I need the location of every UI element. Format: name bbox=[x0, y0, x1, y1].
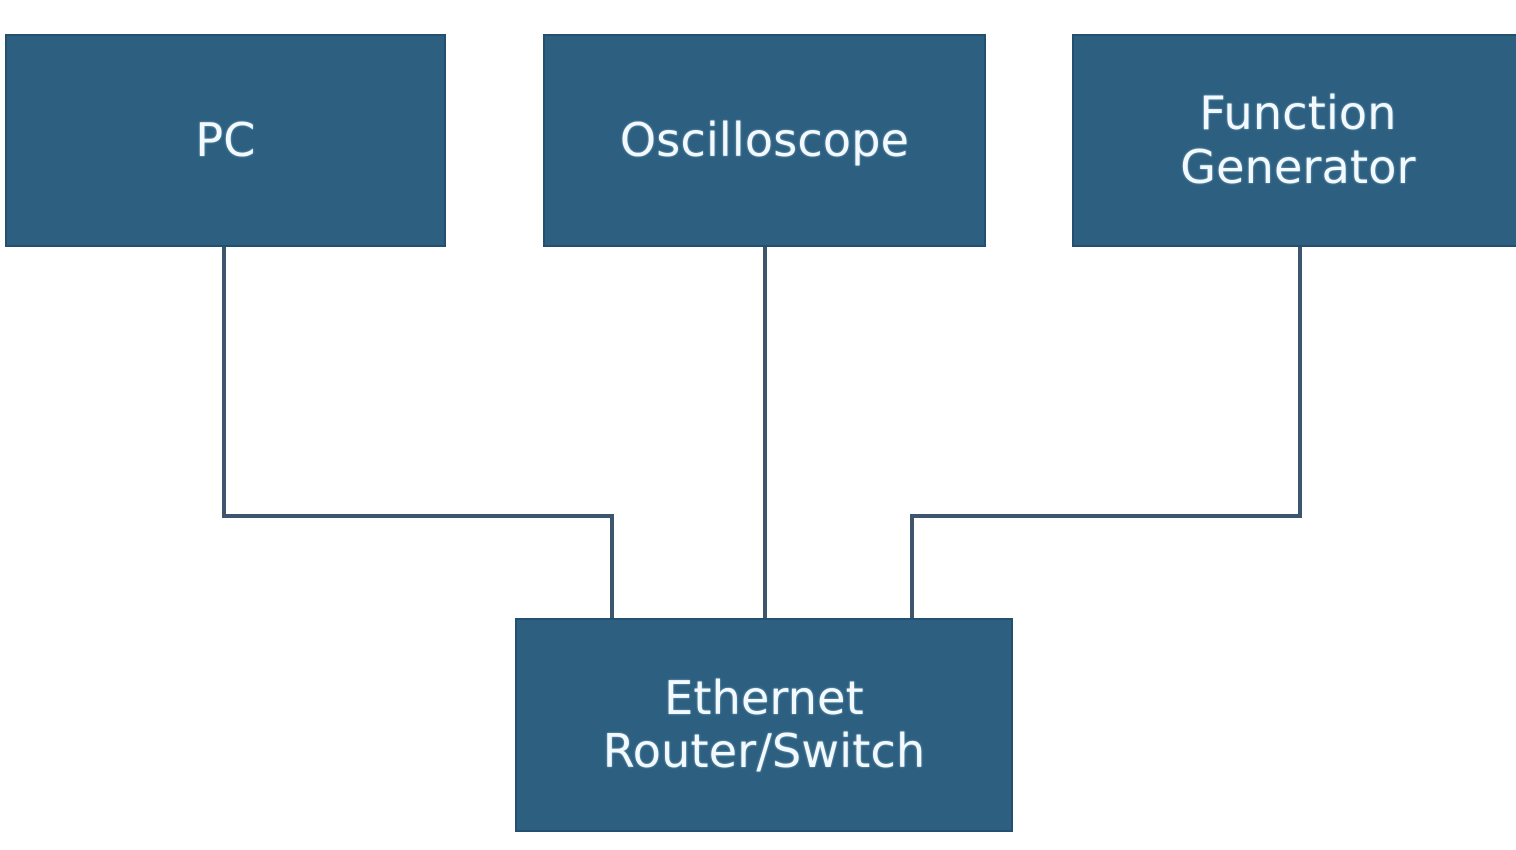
connector-function-generator-to-router bbox=[910, 247, 1302, 620]
node-oscilloscope[interactable]: Oscilloscope bbox=[543, 34, 986, 247]
node-pc[interactable]: PC bbox=[5, 34, 446, 247]
node-oscilloscope-label: Oscilloscope bbox=[619, 112, 910, 167]
node-ethernet-router-switch[interactable]: Ethernet Router/Switch bbox=[515, 618, 1013, 832]
node-pc-label: PC bbox=[195, 112, 256, 167]
node-ethernet-router-switch-label: Ethernet Router/Switch bbox=[602, 670, 926, 778]
node-function-generator[interactable]: Function Generator bbox=[1072, 34, 1516, 247]
node-function-generator-label: Function Generator bbox=[1180, 86, 1416, 194]
connector-pc-to-router bbox=[222, 247, 614, 620]
